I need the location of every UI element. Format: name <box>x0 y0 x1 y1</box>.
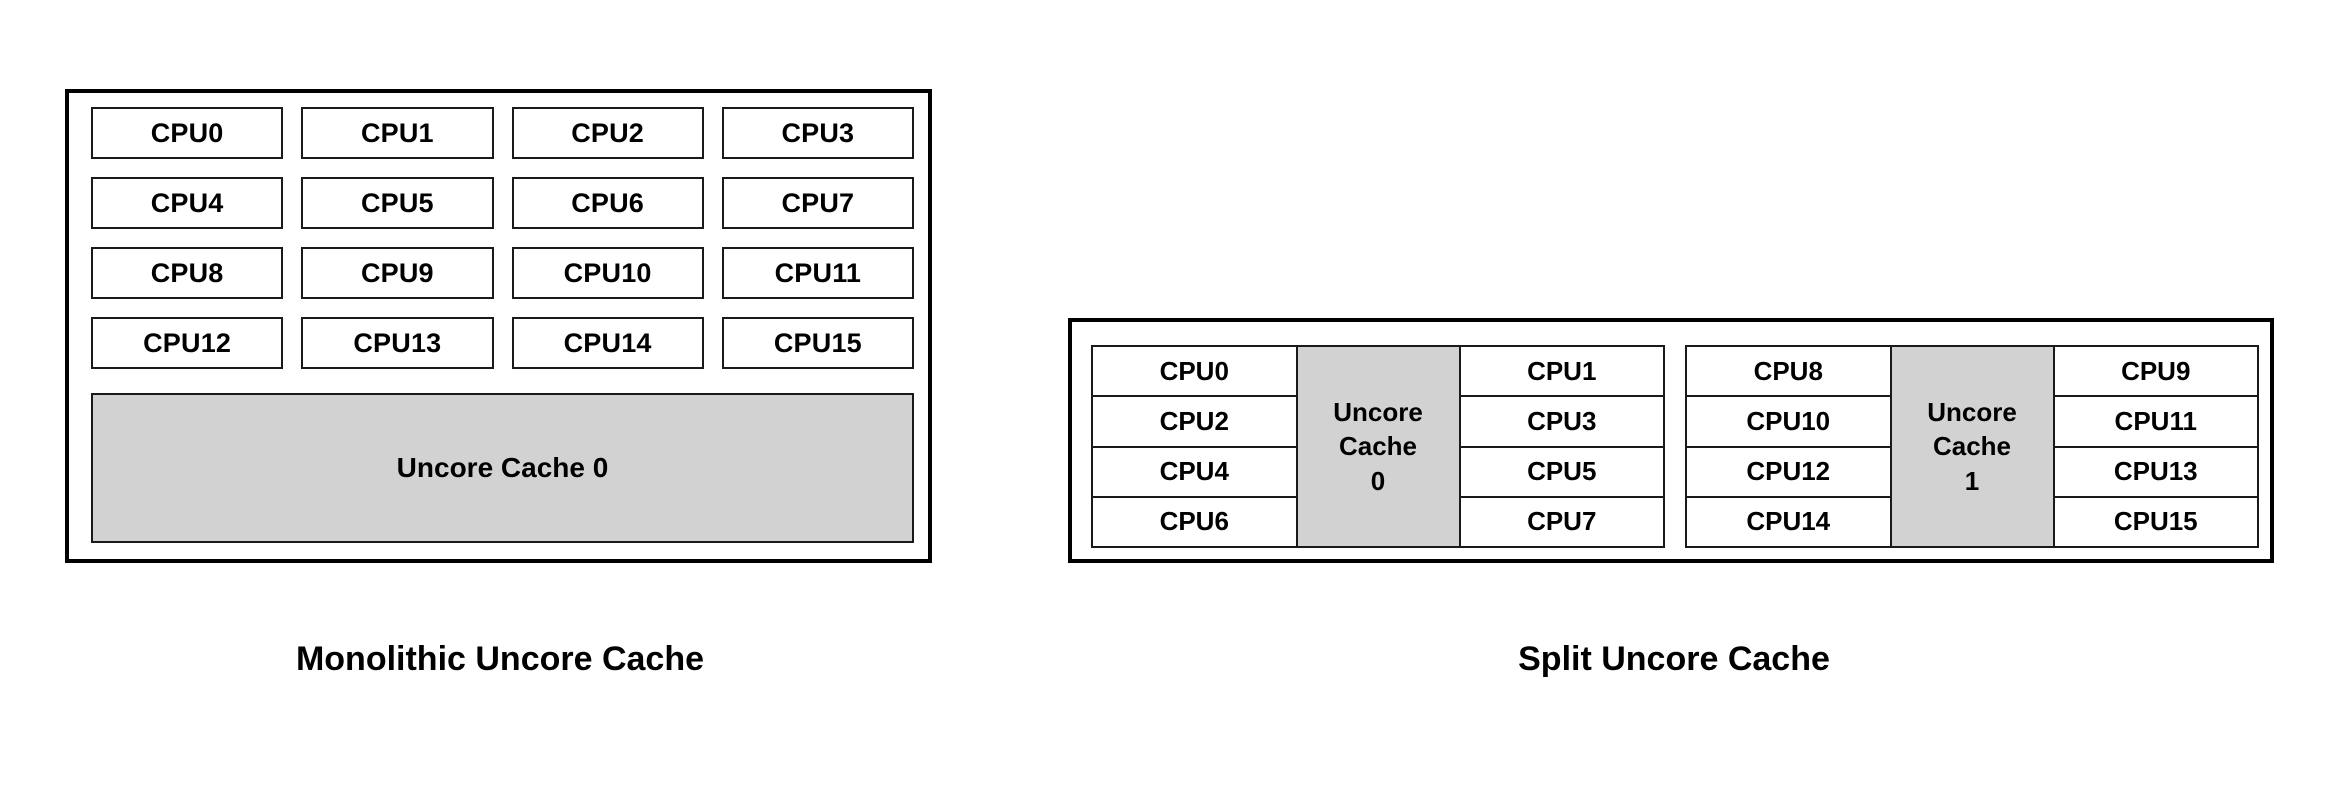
cpu-cell: CPU10 <box>511 247 704 299</box>
cpu-row: CPU0 CPU1 CPU2 CPU3 <box>91 107 914 159</box>
cpu-cell: CPU5 <box>301 177 494 229</box>
cpu-cell: CPU11 <box>2054 397 2257 448</box>
cpu-cell: CPU12 <box>91 317 284 369</box>
monolithic-caption: Monolithic Uncore Cache <box>295 640 705 678</box>
cpu-cell: CPU9 <box>301 247 494 299</box>
uncore-cache-line: Uncore <box>1927 397 2017 428</box>
cpu-cell: CPU12 <box>1687 447 1890 498</box>
split-chip-package: CPU0 CPU2 CPU4 CPU6 Uncore Cache 0 CPU1 … <box>1068 318 2274 563</box>
cpu-cell: CPU7 <box>721 177 914 229</box>
cpu-cell: CPU3 <box>1460 397 1663 448</box>
cluster: CPU0 CPU2 CPU4 CPU6 Uncore Cache 0 CPU1 … <box>1091 345 1665 548</box>
cpu-cell: CPU10 <box>1687 397 1890 448</box>
cpu-cell: CPU4 <box>91 177 284 229</box>
cpu-cell: CPU1 <box>1460 347 1663 398</box>
cpu-row: CPU12 CPU13 CPU14 CPU15 <box>91 317 914 369</box>
uncore-cache-block: Uncore Cache 0 <box>1295 347 1461 546</box>
uncore-cache-line: Cache <box>1338 431 1418 462</box>
cpu-cell: CPU0 <box>1093 347 1296 398</box>
split-cluster-container: CPU0 CPU2 CPU4 CPU6 Uncore Cache 0 CPU1 … <box>1091 345 2259 548</box>
cluster-right-cpu-column: CPU9 CPU11 CPU13 CPU15 <box>2054 347 2257 546</box>
uncore-cache-index: 1 <box>1964 465 1980 496</box>
cpu-cell: CPU14 <box>1687 497 1890 546</box>
cpu-row: CPU4 CPU5 CPU6 CPU7 <box>91 177 914 229</box>
monolithic-uncore-figure: CPU0 CPU1 CPU2 CPU3 CPU4 CPU5 CPU6 CPU7 … <box>0 0 1000 802</box>
cpu-cell: CPU2 <box>1093 397 1296 448</box>
cpu-cell: CPU5 <box>1460 447 1663 498</box>
cpu-cell: CPU1 <box>301 107 494 159</box>
uncore-cache-line: Uncore <box>1333 397 1423 428</box>
uncore-cache-block: Uncore Cache 1 <box>1889 347 2055 546</box>
cpu-cell: CPU0 <box>91 107 284 159</box>
monolithic-cpu-grid: CPU0 CPU1 CPU2 CPU3 CPU4 CPU5 CPU6 CPU7 … <box>91 107 914 369</box>
cpu-cell: CPU2 <box>511 107 704 159</box>
cluster: CPU8 CPU10 CPU12 CPU14 Uncore Cache 1 CP… <box>1685 345 2259 548</box>
cpu-cell: CPU7 <box>1460 497 1663 546</box>
cpu-cell: CPU13 <box>2054 447 2257 498</box>
cluster-right-cpu-column: CPU1 CPU3 CPU5 CPU7 <box>1460 347 1663 546</box>
cpu-cell: CPU4 <box>1093 447 1296 498</box>
uncore-cache-index: 0 <box>1370 465 1386 496</box>
cpu-cell: CPU14 <box>511 317 704 369</box>
cluster-left-cpu-column: CPU0 CPU2 CPU4 CPU6 <box>1093 347 1296 546</box>
cpu-cell: CPU8 <box>91 247 284 299</box>
cpu-cell: CPU6 <box>1093 497 1296 546</box>
monolithic-chip-package: CPU0 CPU1 CPU2 CPU3 CPU4 CPU5 CPU6 CPU7 … <box>65 89 932 563</box>
uncore-cache-block: Uncore Cache 0 <box>91 393 914 543</box>
uncore-cache-line: Cache <box>1932 431 2012 462</box>
cpu-cell: CPU9 <box>2054 347 2257 398</box>
cpu-cell: CPU3 <box>721 107 914 159</box>
cpu-cell: CPU11 <box>721 247 914 299</box>
split-caption: Split Uncore Cache <box>1518 640 1830 678</box>
cpu-cell: CPU15 <box>2054 497 2257 546</box>
cpu-cell: CPU6 <box>511 177 704 229</box>
cpu-cell: CPU13 <box>301 317 494 369</box>
cpu-cell: CPU15 <box>721 317 914 369</box>
cpu-cell: CPU8 <box>1687 347 1890 398</box>
cpu-row: CPU8 CPU9 CPU10 CPU11 <box>91 247 914 299</box>
cluster-left-cpu-column: CPU8 CPU10 CPU12 CPU14 <box>1687 347 1890 546</box>
split-uncore-figure: CPU0 CPU2 CPU4 CPU6 Uncore Cache 0 CPU1 … <box>1000 0 2348 802</box>
